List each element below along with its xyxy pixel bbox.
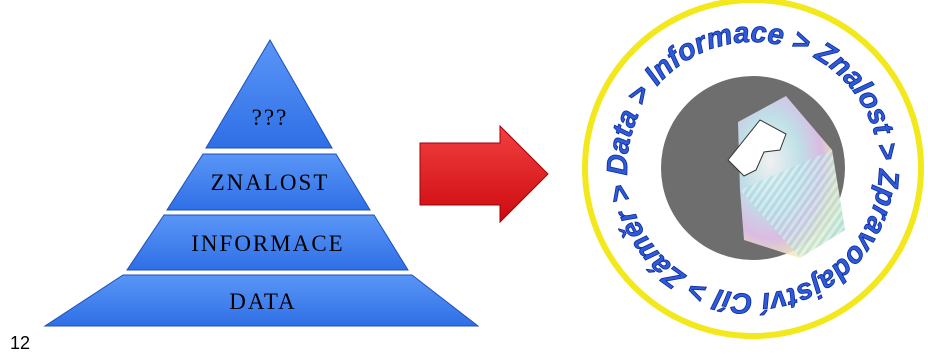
- pyramid-label-top: ???: [252, 105, 289, 130]
- slide-number: 12: [10, 333, 30, 354]
- right-arrow: [420, 126, 548, 222]
- pyramid-label-data: DATA: [229, 289, 297, 314]
- pyramid-label-znalost: ZNALOST: [211, 170, 330, 195]
- pyramid-label-informace: INFORMACE: [191, 231, 344, 256]
- knowledge-pyramid: ??? ZNALOST INFORMACE DATA: [45, 40, 478, 326]
- pyramid-tier-1: [206, 40, 332, 148]
